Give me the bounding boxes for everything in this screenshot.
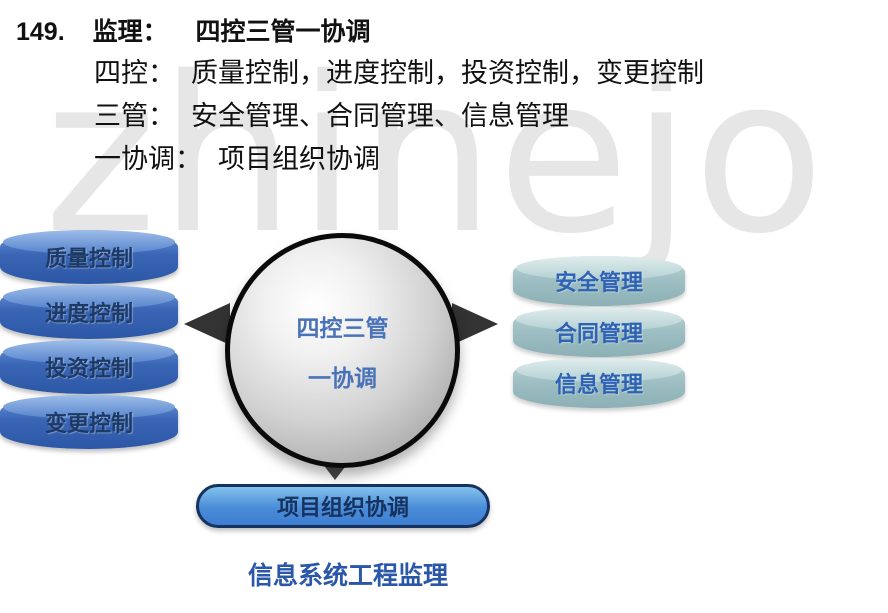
cylinder-investment-control: 投资控制 [0, 340, 178, 394]
cylinder-lid [3, 340, 175, 364]
sphere-text-line1: 四控三管 [296, 314, 389, 341]
cylinder-quality-control: 质量控制 [0, 230, 178, 284]
line-text: 安全管理、合同管理、信息管理 [191, 101, 569, 131]
item-number: 149. [16, 18, 65, 46]
coordination-pill: 项目组织协调 [196, 484, 490, 528]
arrow-right-icon [452, 303, 498, 345]
cylinder-contract-management: 合同管理 [513, 307, 685, 357]
cylinder-lid [516, 256, 682, 280]
cylinder-label: 合同管理 [554, 321, 643, 346]
cylinder-lid [516, 358, 682, 382]
center-sphere: 四控三管 一协调 [225, 233, 460, 468]
line-label: 三管： [94, 101, 175, 131]
arrow-left-icon [184, 303, 230, 345]
pill-label: 项目组织协调 [276, 495, 409, 520]
cylinder-progress-control: 进度控制 [0, 285, 178, 339]
page-title: 149. 监理： 四控三管一协调 [16, 12, 371, 48]
cylinder-change-control: 变更控制 [0, 395, 178, 449]
cylinder-label: 变更控制 [44, 411, 133, 436]
cylinder-label: 质量控制 [44, 246, 133, 271]
cylinder-information-management: 信息管理 [513, 358, 685, 408]
cylinder-lid [3, 285, 175, 309]
line-three-managements: 三管： 安全管理、合同管理、信息管理 [94, 95, 704, 138]
cylinder-label: 进度控制 [44, 301, 133, 326]
line-label: 四控： [94, 58, 175, 88]
cylinder-label: 安全管理 [554, 270, 643, 295]
cylinder-safety-management: 安全管理 [513, 256, 685, 306]
title-text: 四控三管一协调 [195, 18, 371, 46]
cylinder-label: 信息管理 [554, 372, 643, 397]
cylinder-label: 投资控制 [44, 356, 133, 381]
line-text: 项目组织协调 [218, 144, 380, 174]
line-label: 一协调： [94, 144, 202, 174]
diagram-caption: 信息系统工程监理 [248, 562, 449, 590]
sphere-text-line2: 一协调 [308, 364, 377, 391]
cylinder-lid [3, 230, 175, 254]
line-one-coordination: 一协调： 项目组织协调 [94, 138, 704, 181]
definition-lines: 四控： 质量控制，进度控制，投资控制，变更控制 三管： 安全管理、合同管理、信息管理… [94, 52, 704, 181]
cylinder-lid [3, 395, 175, 419]
title-label: 监理： [92, 18, 168, 46]
cylinder-lid [516, 307, 682, 331]
watermark-text: zhinejo [44, 30, 827, 281]
line-four-controls: 四控： 质量控制，进度控制，投资控制，变更控制 [94, 52, 704, 95]
line-text: 质量控制，进度控制，投资控制，变更控制 [191, 58, 704, 88]
